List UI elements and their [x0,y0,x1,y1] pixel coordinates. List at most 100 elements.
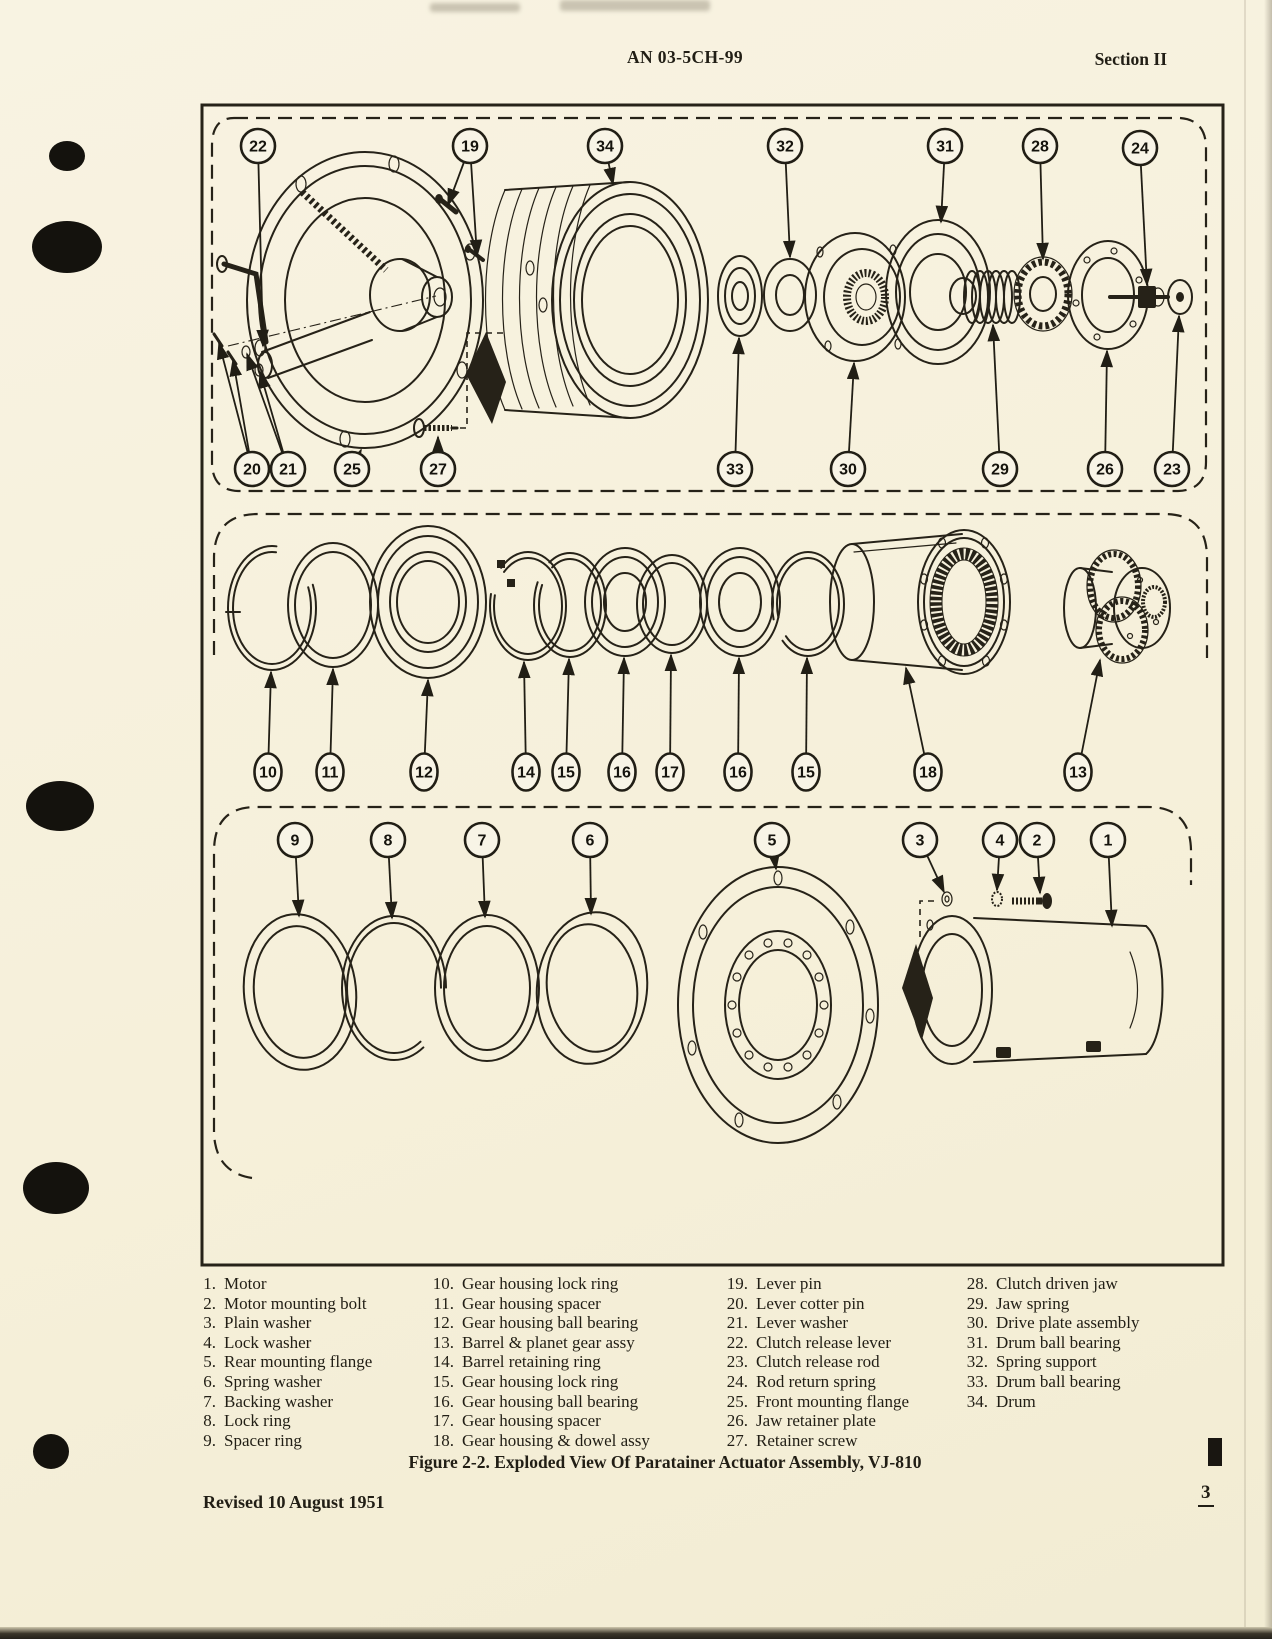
part-name: Clutch release rod [756,1352,880,1372]
part-number: 4. [203,1332,216,1352]
dashed-group-outlines [210,116,1209,1180]
part-name: Spring washer [224,1371,322,1391]
part-name: Lock ring [224,1411,291,1431]
parts-list-item: 13.Barrel & planet gear assy [424,1333,650,1353]
part-number: 32. [966,1352,988,1372]
callout-number-19: 19 [461,139,479,156]
part-barrel-planet-gear-assy [1063,549,1171,664]
callout-number-9: 9 [291,833,300,850]
part-spacer-ring [242,913,358,1071]
part-name: Lever pin [756,1274,822,1293]
callout-balloon-25 [333,450,371,488]
part-gear-housing-ball-bearing-12 [369,525,487,679]
part-retainer-screw [413,418,459,438]
callout-balloon-1 [1089,821,1127,859]
part-number: 12. [432,1313,454,1333]
part-number: 2. [203,1293,216,1313]
part-number: 31. [966,1332,988,1352]
part-gear-housing-lock-ring-10 [225,545,317,671]
part-number: 21. [726,1313,748,1333]
callout-number-16: 16 [613,765,631,782]
part-mounting-hardware [941,891,1052,909]
binding-hole [49,141,85,171]
part-number: 29. [966,1293,988,1313]
callout-number-14: 14 [517,765,535,782]
bolt-locator-dashes [919,900,934,938]
part-name: Lever cotter pin [756,1293,865,1313]
part-jaw-spring [963,270,1021,324]
part-name: Gear housing lock ring [462,1274,619,1293]
callout-balloon-15 [791,752,821,792]
parts-list-item: 6. Spring washer [194,1372,372,1392]
callout-number-26: 26 [1096,462,1114,479]
callout-number-1: 1 [1104,833,1113,850]
callout-number-4: 4 [996,833,1005,850]
callout-balloon-22 [239,127,277,165]
parts-list-item: 17.Gear housing spacer [424,1411,650,1431]
part-name: Barrel retaining ring [462,1352,601,1372]
callout-balloon-28 [1021,127,1059,165]
part-drive-plate-assembly [804,232,906,362]
callout-balloon-21 [269,450,307,488]
callout-balloon-30 [829,450,867,488]
callout-number-28: 28 [1031,139,1049,156]
part-gear-housing-ball-bearing-16 [584,547,666,657]
callout-number-5: 5 [768,833,777,850]
callout-number-17: 17 [661,765,679,782]
part-number: 3. [203,1313,216,1333]
page-number: 3 [1198,1482,1214,1507]
part-name: Gear housing lock ring [462,1371,619,1391]
callout-leader-20 [217,341,253,470]
parts-list-item: 33.Drum ball bearing [958,1372,1140,1392]
part-name: Plain washer [224,1313,312,1333]
callout-number-24: 24 [1131,141,1149,158]
parts-list-item: 24.Rod return spring [718,1372,909,1392]
part-number: 8. [203,1411,216,1431]
parts-list-item: 4. Lock washer [194,1333,372,1353]
part-number: 26. [726,1411,748,1431]
callout-balloon-11 [315,752,345,792]
part-name: Backing washer [224,1391,334,1411]
parts-list-item: 30.Drive plate assembly [958,1313,1140,1333]
callout-balloon-24 [1121,129,1159,167]
callout-leader-28 [1036,145,1049,261]
callout-number-27: 27 [429,462,447,479]
revision-bar [1208,1438,1222,1466]
part-drum-ball-bearing-31 [885,219,991,365]
callout-balloon-26 [1086,450,1124,488]
part-number: 6. [203,1371,216,1391]
callout-leader-21 [246,352,289,470]
part-gear-housing-lock-ring-15b [771,551,845,657]
part-name: Barrel & planet gear assy [462,1332,635,1352]
part-spring [299,189,389,273]
callout-number-25: 25 [343,462,361,479]
part-name: Lock washer [224,1332,312,1352]
scan-smudge [560,0,710,11]
binding-hole [33,1434,69,1469]
callout-number-11: 11 [322,765,339,782]
callout-number-2: 2 [1033,833,1042,850]
part-number: 14. [432,1352,454,1372]
callout-number-10: 10 [259,765,277,782]
part-name: Spacer ring [224,1430,302,1450]
parts-list-item: 27.Retainer screw [718,1431,909,1451]
parts-list-item: 8. Lock ring [194,1411,372,1431]
parts-list-item: 23.Clutch release rod [718,1352,909,1372]
part-number: 5. [203,1352,216,1372]
callout-balloon-27 [419,450,457,488]
parts-list-item: 25.Front mounting flange [718,1392,909,1412]
scan-smudge [430,3,520,12]
part-name: Gear housing spacer [462,1411,601,1431]
parts-list-item: 12.Gear housing ball bearing [424,1313,650,1333]
callout-balloon-4 [981,821,1019,859]
part-drum [466,181,709,424]
part-name: Rod return spring [756,1371,876,1391]
part-number: 11. [433,1293,454,1313]
callout-number-18: 18 [919,765,937,782]
parts-list-item: 19.Lever pin [718,1274,909,1294]
part-name: Gear housing spacer [462,1293,601,1313]
part-spring-washer [535,911,649,1065]
part-clutch-release-lever [221,261,269,345]
